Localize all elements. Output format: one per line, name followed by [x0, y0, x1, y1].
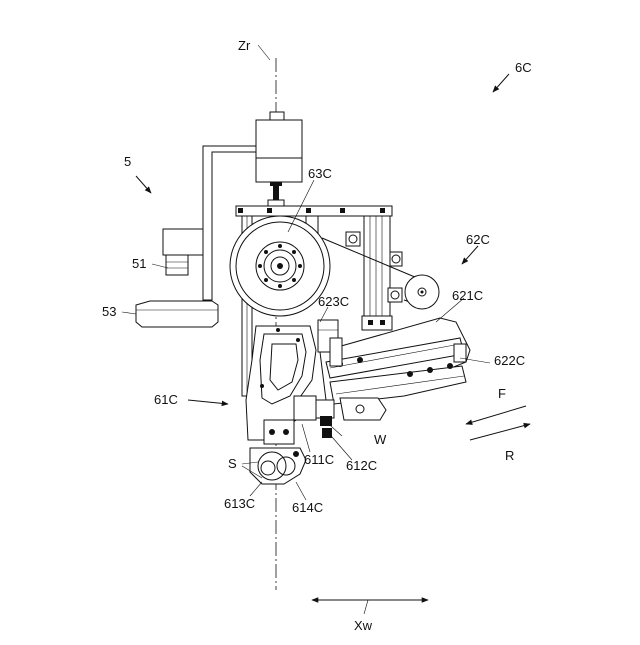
label-621c: 621C: [452, 288, 483, 303]
label-622c: 622C: [494, 353, 525, 368]
label-xw: Xw: [354, 618, 373, 633]
label-51: 51: [132, 256, 146, 271]
arrow-62c: [462, 246, 478, 264]
label-623c: 623C: [318, 294, 349, 309]
label-61c: 61C: [154, 392, 178, 407]
pulley-62c: [405, 275, 439, 309]
slide-unit-621c: [318, 318, 470, 420]
label-611c: 611C: [304, 452, 334, 467]
label-5: 5: [124, 154, 131, 169]
label-62c: 62C: [466, 232, 490, 247]
label-63c: 63C: [308, 166, 332, 181]
label-r: R: [505, 448, 514, 463]
arrow-f: [466, 406, 526, 424]
label-6c: 6C: [515, 60, 532, 75]
roller-613c: [250, 448, 306, 484]
label-f: F: [498, 386, 506, 401]
top-motor: [256, 112, 302, 206]
label-614c: 614C: [292, 500, 323, 515]
part-51-housing: [163, 229, 203, 255]
label-s: S: [228, 456, 237, 471]
arrow-5: [136, 176, 151, 193]
label-613c: 613C: [224, 496, 255, 511]
part-51: [166, 255, 188, 275]
label-w: W: [374, 432, 387, 447]
unit-5-bracket: [136, 146, 256, 327]
label-zr: Zr: [238, 38, 251, 53]
arrow-6c: [493, 74, 509, 92]
label-53: 53: [102, 304, 116, 319]
disk-63c: [230, 216, 330, 316]
reference-labels: Zr 6C 5 63C 62C 51 53 623C 621C 622C 61C…: [102, 38, 532, 633]
arrow-r: [470, 424, 530, 440]
label-612c: 612C: [346, 458, 377, 473]
linear-guide: [346, 216, 402, 330]
arrow-61c: [188, 400, 228, 404]
part-53-base: [136, 301, 218, 327]
